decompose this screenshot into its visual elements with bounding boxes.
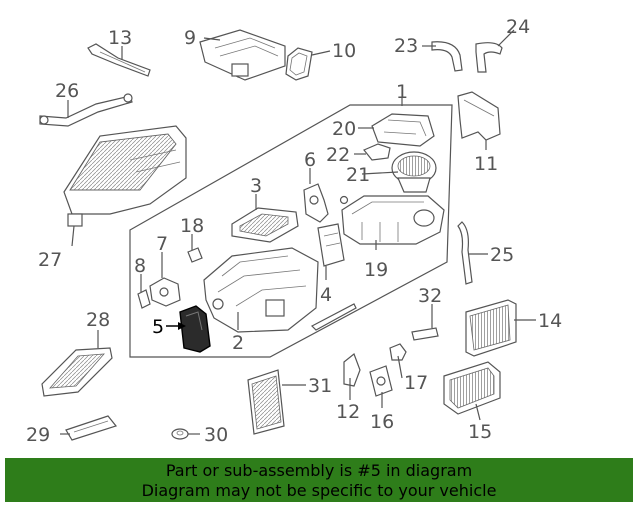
banner-line-2: Diagram may not be specific to your vehi… [141,481,497,500]
callout-3: 3 [250,175,262,197]
callout-12: 12 [336,401,360,423]
part-20-blower-housing [371,113,435,147]
part-21-blower-motor [391,151,437,193]
callout-26: 26 [55,80,79,102]
callout-8: 8 [134,255,146,277]
callout-13: 13 [108,27,132,49]
part-5-duct-highlighted [179,305,211,353]
callout-10: 10 [332,40,356,62]
callout-5: 5 [152,316,164,338]
part-24-hose [475,42,503,73]
part-3-frame [231,207,299,243]
callout-28: 28 [86,309,110,331]
callout-22: 22 [326,144,350,166]
part-6-actuator [303,183,349,223]
part-31-cabin-filter [247,369,285,435]
part-22-resistor [363,143,391,161]
callout-16: 16 [370,411,394,433]
part-13-rod [87,43,151,77]
part-26-tube [39,93,133,127]
callout-23: 23 [394,35,418,57]
part-28-floor-duct [41,347,113,397]
callout-2: 2 [232,332,244,354]
part-4-bracket [317,223,345,267]
part-5-arrowhead [178,322,186,330]
callout-20: 20 [332,118,356,140]
leader-lines [60,29,536,435]
info-banner: Part or sub-assembly is #5 in diagram Di… [5,458,633,502]
callout-9: 9 [184,27,196,49]
part-9-duct-module [199,29,286,81]
callout-21: 21 [346,164,370,186]
callout-4: 4 [320,284,332,306]
part-25-hose [457,221,473,285]
callout-32: 32 [418,285,442,307]
callout-17: 17 [404,372,428,394]
callout-18: 18 [180,215,204,237]
callout-29: 29 [26,424,50,446]
part-27-duct [63,125,187,227]
callout-labels: 13 9 10 23 24 26 1 20 22 11 6 21 3 18 7 … [26,16,562,446]
part-15-heater-core [443,361,501,415]
callout-7: 7 [156,233,168,255]
callout-27: 27 [38,249,62,271]
part-8-clip [137,289,151,309]
callout-14: 14 [538,310,562,332]
part-12-actuator [343,353,361,387]
callout-24: 24 [506,16,530,38]
drain-line [310,303,357,331]
parts-diagram: 13 9 10 23 24 26 1 20 22 11 6 21 3 18 7 … [26,16,562,446]
callout-11: 11 [474,153,498,175]
part-11-bracket [457,91,501,141]
part-2-hvac-case [203,247,319,333]
part-14-evaporator [465,299,517,357]
part-19-blower-case [341,195,445,245]
callout-31: 31 [308,375,332,397]
callout-19: 19 [364,259,388,281]
part-29-outlet [65,415,118,441]
part-30-grommet [171,428,189,440]
callout-25: 25 [490,244,514,266]
banner-line-1: Part or sub-assembly is #5 in diagram [165,461,473,480]
part-16-module [369,365,393,397]
part-7-actuator [149,277,181,307]
callout-15: 15 [468,421,492,443]
part-23-hose [431,41,463,72]
part-17-sensor [389,343,407,361]
callout-1: 1 [396,81,408,103]
part-18-sensor [187,247,203,263]
callout-30: 30 [204,424,228,446]
assembly-outline [129,104,453,358]
callout-6: 6 [304,149,316,171]
part-10-gasket [285,47,313,81]
part-32-strip [411,327,439,341]
